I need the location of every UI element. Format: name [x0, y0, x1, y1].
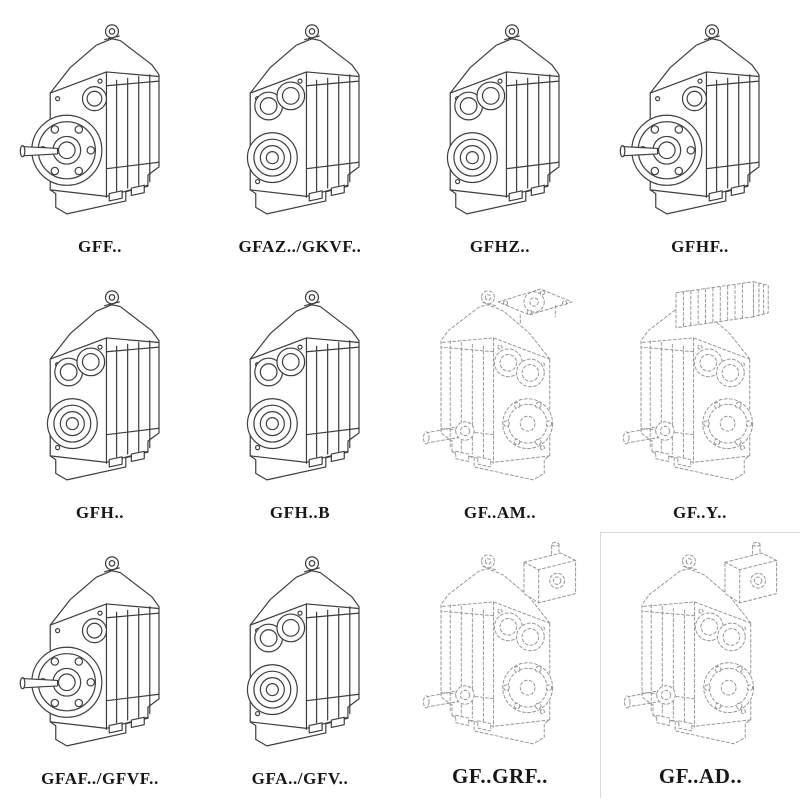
input-adapter-gearbox-drawing	[612, 533, 790, 764]
model-label: GFH..	[75, 502, 125, 522]
model-label: GFA../GFV..	[251, 768, 349, 788]
catalog-cell-gfh: GFH..	[0, 266, 200, 532]
hollow-shaft-gearbox-drawing	[411, 0, 589, 237]
flange-output-gearbox-drawing	[611, 0, 789, 237]
hollow-shaft-gearbox-drawing	[211, 0, 389, 237]
catalog-cell-gf-am: GF..AM..	[400, 266, 600, 532]
model-label: GFHZ..	[469, 236, 531, 256]
catalog-cell-gfaf-gfvf: GFAF../GFVF..	[0, 532, 200, 798]
flange-output-gearbox-drawing	[11, 0, 189, 237]
catalog-cell-gfhz: GFHZ..	[400, 0, 600, 266]
model-label: GFAZ../GKVF..	[238, 236, 362, 256]
hollow-shaft-gearbox-drawing	[11, 266, 189, 503]
catalog-cell-gfh-b: GFH..B	[200, 266, 400, 532]
flange-output-gearbox-drawing	[11, 532, 189, 769]
motor-mounted-gearbox-drawing	[611, 266, 789, 503]
input-adapter-gearbox-drawing	[411, 532, 589, 764]
top-flange-gearbox-drawing	[411, 266, 589, 503]
catalog-cell-gf-ad: GF..AD..	[600, 532, 800, 798]
model-label: GF..AD..	[658, 763, 743, 788]
catalog-cell-gff: GFF..	[0, 0, 200, 266]
catalog-cell-gfaz-gkvf: GFAZ../GKVF..	[200, 0, 400, 266]
catalog-cell-gfhf: GFHF..	[600, 0, 800, 266]
catalog-cell-gf-grf: GF..GRF..	[400, 532, 600, 798]
model-label: GFH..B	[269, 502, 331, 522]
model-label: GFAF../GFVF..	[41, 768, 159, 788]
model-label: GF..GRF..	[451, 763, 549, 788]
model-label: GFHF..	[671, 236, 729, 256]
hollow-shaft-gearbox-drawing	[211, 266, 389, 503]
model-label: GF..AM..	[463, 502, 537, 522]
hollow-shaft-gearbox-drawing	[211, 532, 389, 769]
catalog-cell-gf-y: GF..Y..	[600, 266, 800, 532]
model-label: GFF..	[78, 236, 122, 256]
model-label: GF..Y..	[673, 502, 727, 522]
catalog-cell-gfa-gfv: GFA../GFV..	[200, 532, 400, 798]
